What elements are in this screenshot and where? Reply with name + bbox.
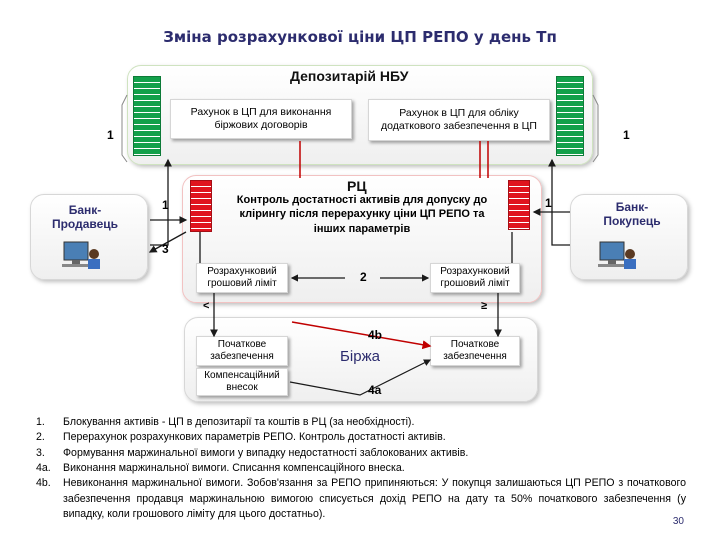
arrow-4a bbox=[289, 359, 432, 396]
step-1-right: 1 bbox=[623, 128, 630, 142]
step-3: 3 bbox=[162, 242, 169, 256]
arrow-4b bbox=[291, 321, 432, 350]
note-text: Невиконання маржинальної вимоги. Зобов'я… bbox=[63, 477, 686, 521]
compensation-fund-box: Компенсаційний внесок bbox=[196, 368, 288, 396]
note-number: 3. bbox=[36, 446, 45, 459]
limit-left-box: Розрахунковий грошовий ліміт bbox=[196, 263, 288, 293]
rc-right-stack bbox=[508, 180, 530, 230]
initial-margin-right-box: Початкове забезпечення bbox=[430, 336, 520, 366]
note-item: 1. Блокування активів - ЦП в депозитарії … bbox=[36, 415, 686, 430]
depository-title: Депозитарій НБУ bbox=[290, 68, 409, 84]
note-text: Формування маржинальної вимоги у випадку… bbox=[63, 446, 469, 459]
note-text: Блокування активів - ЦП в депозитарії та… bbox=[63, 416, 415, 428]
rc-control-text: Контроль достатності активів для допуску… bbox=[236, 194, 488, 235]
note-number: 4b. bbox=[36, 477, 51, 490]
note-number: 2. bbox=[36, 431, 45, 444]
note-text: Виконання маржинальної вимоги. Списання … bbox=[63, 462, 405, 475]
note-item: 2. Перерахунок розрахункових параметрів Р… bbox=[36, 430, 686, 445]
rc-title: РЦ bbox=[347, 178, 367, 194]
note-item: 4b. Невиконання маржинальної вимоги. Зобо… bbox=[36, 476, 686, 522]
page-number: 30 bbox=[672, 516, 684, 527]
buyer-computer-icon bbox=[598, 241, 636, 269]
step-2: 2 bbox=[360, 270, 367, 284]
step-4b: 4b bbox=[368, 328, 383, 342]
less-sign: < bbox=[203, 300, 210, 312]
rc-left-stack bbox=[190, 180, 212, 232]
note-item: 3. Формування маржинальної вимоги у випад… bbox=[36, 446, 686, 461]
limit-right-box: Розрахунковий грошовий ліміт bbox=[430, 263, 520, 293]
step-4a: 4a bbox=[368, 383, 382, 397]
notes-list: 1. Блокування активів - ЦП в депозитарії … bbox=[36, 415, 686, 523]
note-item: 4a. Виконання маржинальної вимоги. Списан… bbox=[36, 461, 686, 476]
seller-to-depository-line bbox=[150, 158, 172, 246]
step-1-buyer: 1 bbox=[545, 196, 552, 210]
initial-margin-left-box: Початкове забезпечення bbox=[196, 336, 288, 366]
account-exchange-box: Рахунок в ЦП для виконання біржових дого… bbox=[170, 99, 352, 139]
seller-computer-icon bbox=[62, 241, 100, 269]
account-collateral-box: Рахунок в ЦП для обліку додаткового забе… bbox=[368, 99, 550, 141]
note-text: Перерахунок розрахункових параметрів РЕП… bbox=[63, 431, 446, 444]
depository-right-stack bbox=[556, 76, 584, 156]
note-number: 1. bbox=[36, 416, 45, 428]
note-number: 4a. bbox=[36, 462, 51, 475]
buyer-to-depository-line bbox=[548, 158, 570, 246]
seller-label: Банк-Продавець bbox=[51, 203, 119, 231]
exchange-title: Біржа bbox=[340, 348, 380, 365]
geq-sign: ≥ bbox=[481, 300, 488, 312]
buyer-label: Банк-Покупець bbox=[603, 200, 661, 228]
page-title: Зміна розрахункової ціни ЦП РЕПО у день … bbox=[163, 28, 557, 46]
step-1-left: 1 bbox=[107, 128, 114, 142]
depository-left-stack bbox=[133, 76, 161, 156]
rc-to-seller-line bbox=[148, 231, 187, 253]
step-1-seller: 1 bbox=[162, 198, 169, 212]
